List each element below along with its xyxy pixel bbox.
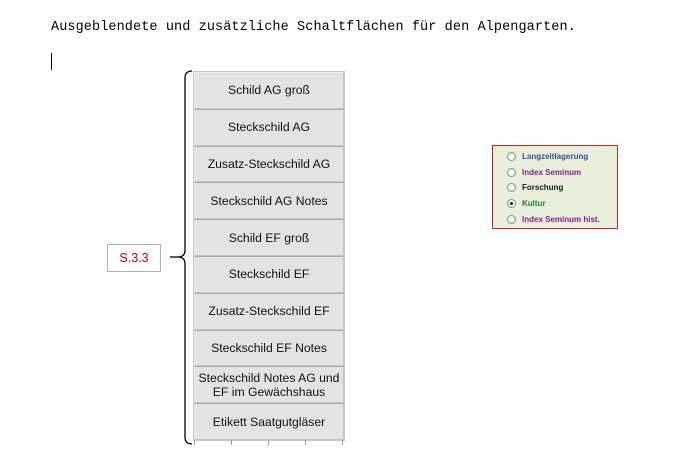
curly-brace-bracket — [170, 70, 193, 445]
button-steckschild-notes-gewaechshaus[interactable]: Steckschild Notes AG und EF im Gewächsha… — [194, 366, 344, 404]
button-steckschild-ag[interactable]: Steckschild AG — [194, 108, 344, 146]
button-steckschild-ef-notes[interactable]: Steckschild EF Notes — [194, 329, 344, 367]
document-heading: Ausgeblendete und zusätzliche Schaltfläc… — [51, 20, 576, 35]
grid-tick — [305, 440, 306, 445]
radio-option-index-seminum[interactable]: Index Seminum — [507, 165, 617, 181]
button-zusatz-steckschild-ag[interactable]: Zusatz-Steckschild AG — [194, 145, 344, 183]
button-steckschild-ag-notes[interactable]: Steckschild AG Notes — [194, 182, 344, 220]
grid-tick — [231, 440, 232, 445]
grid-tick — [268, 440, 269, 445]
button-column: Schild AG groß Steckschild AG Zusatz-Ste… — [193, 71, 345, 441]
section-reference-label: S.3.3 — [107, 244, 161, 272]
radio-button[interactable] — [507, 214, 516, 224]
button-zusatz-steckschild-ef[interactable]: Zusatz-Steckschild EF — [194, 292, 344, 330]
button-etikett-saatgutglaeser[interactable]: Etikett Saatgutgläser — [194, 403, 344, 440]
radio-label: Index Seminum — [522, 167, 582, 177]
button-steckschild-ef[interactable]: Steckschild EF — [194, 255, 344, 293]
radio-option-kultur[interactable]: Kultur — [507, 196, 617, 212]
radio-option-forschung[interactable]: Forschung — [507, 180, 617, 196]
category-radio-group: Langzeitlagerung Index Seminum Forschung… — [492, 145, 618, 229]
radio-button[interactable] — [507, 199, 516, 209]
radio-option-langzeitlagerung[interactable]: Langzeitlagerung — [507, 149, 617, 165]
radio-button[interactable] — [507, 152, 516, 162]
radio-option-index-seminum-hist[interactable]: Index Seminum hist. — [507, 211, 617, 227]
button-schild-ef-gross[interactable]: Schild EF groß — [194, 219, 344, 256]
radio-label: Index Seminum hist. — [522, 214, 600, 224]
button-schild-ag-gross[interactable]: Schild AG groß — [194, 72, 344, 109]
grid-tick — [342, 440, 343, 445]
radio-button[interactable] — [507, 167, 516, 177]
radio-label: Forschung — [522, 183, 564, 193]
grid-tick — [194, 440, 195, 445]
text-cursor — [51, 53, 52, 70]
radio-label: Kultur — [522, 199, 546, 209]
radio-button[interactable] — [507, 183, 516, 193]
radio-label: Langzeitlagerung — [522, 152, 589, 162]
